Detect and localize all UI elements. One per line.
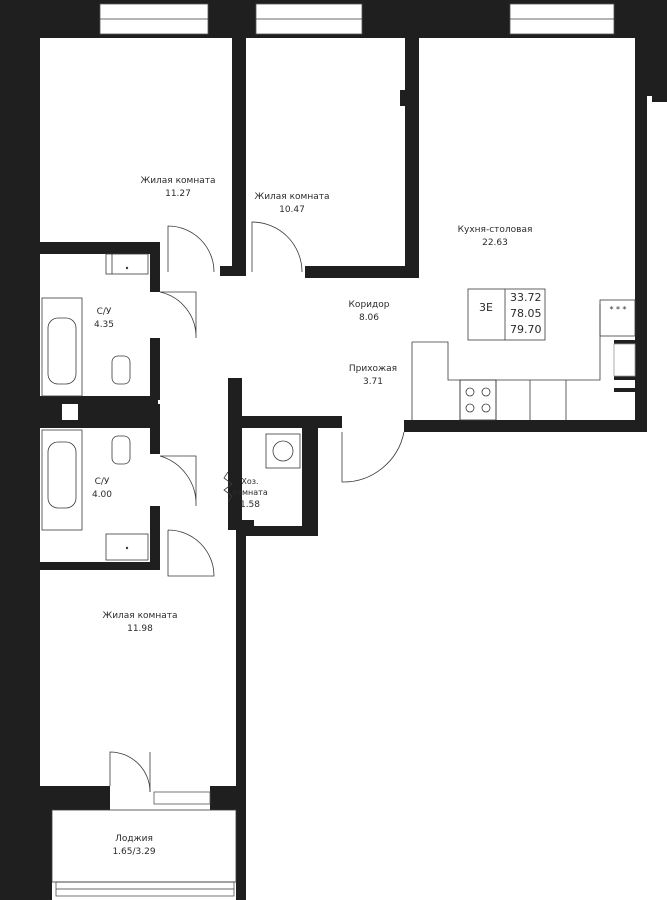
unit-code: 3E [479, 301, 493, 314]
room-loggia-area: 1.65/3.29 [112, 847, 155, 857]
room-kitchen-area: 22.63 [482, 238, 508, 248]
room-living-1-name: Жилая комната [141, 176, 216, 186]
unit-area-total: 78.05 [510, 307, 542, 320]
room-living-2-area: 10.47 [279, 205, 305, 215]
room-labels: Жилая комната 11.27 Жилая комната 10.47 … [92, 176, 532, 857]
room-storage-area: 1.58 [240, 500, 260, 510]
room-storage-name-line1: Хоз. [241, 477, 258, 486]
room-kitchen-name: Кухня-столовая [458, 225, 533, 235]
room-corridor-area: 8.06 [359, 313, 379, 323]
svg-text:* * *: * * * [609, 305, 626, 314]
room-bath-2-area: 4.00 [92, 490, 112, 500]
room-bath-1-area: 4.35 [94, 320, 114, 330]
unit-area-with-loggia: 79.70 [510, 323, 542, 336]
room-hall-area: 3.71 [363, 377, 383, 387]
room-corridor-name: Коридор [349, 300, 390, 310]
windows [55, 3, 615, 897]
room-bath-2-name: С/У [95, 477, 110, 487]
room-hall-name: Прихожая [349, 364, 397, 374]
unit-info-box: 3E 33.72 78.05 79.70 [467, 288, 546, 341]
room-living-2-name: Жилая комната [255, 192, 330, 202]
unit-area-living: 33.72 [510, 291, 542, 304]
room-loggia-name: Лоджия [115, 834, 153, 844]
fixtures: * * * [41, 253, 636, 883]
room-storage-name-line2: комната [232, 488, 268, 497]
doors [109, 221, 405, 793]
room-living-1-area: 11.27 [165, 189, 191, 199]
room-bath-1-name: С/У [97, 307, 112, 317]
room-living-3-name: Жилая комната [103, 611, 178, 621]
room-living-3-area: 11.98 [127, 624, 153, 634]
